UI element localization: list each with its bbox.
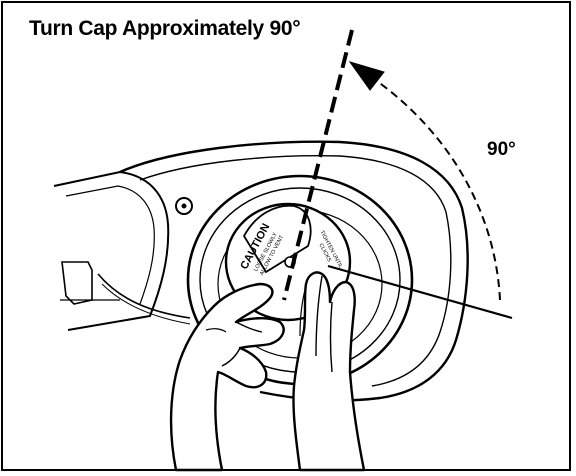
right-hand-thumb-line (299, 285, 307, 337)
fuel-door-outline (53, 170, 170, 331)
left-hand-finger-crease-2 (221, 347, 241, 367)
right-hand (292, 271, 366, 472)
left-hand-knuckle (205, 328, 227, 333)
hinge-bracket (61, 261, 93, 305)
right-hand-finger-line-1 (315, 275, 323, 357)
rotation-reference-dashed-line (282, 29, 354, 301)
left-hand-finger-crease-1 (235, 321, 263, 333)
fuel-door-inner-edge (65, 185, 155, 305)
leader-line (327, 264, 513, 320)
tether-strap (97, 273, 191, 319)
rotation-arc-dashed (369, 75, 501, 301)
fuel-door-recess-outline (119, 140, 469, 402)
fuel-cap-grip-left (242, 204, 312, 274)
rotation-arrowhead (348, 61, 385, 91)
diagram-title: Turn Cap Approximately 90° (29, 17, 301, 40)
right-hand-finger-line-2 (329, 301, 333, 373)
rotation-angle-label: 90° (487, 139, 516, 160)
door-latch-center (181, 203, 187, 209)
fuel-door-recess-inner-outline (139, 155, 452, 387)
tether-strap-edge (101, 283, 191, 325)
